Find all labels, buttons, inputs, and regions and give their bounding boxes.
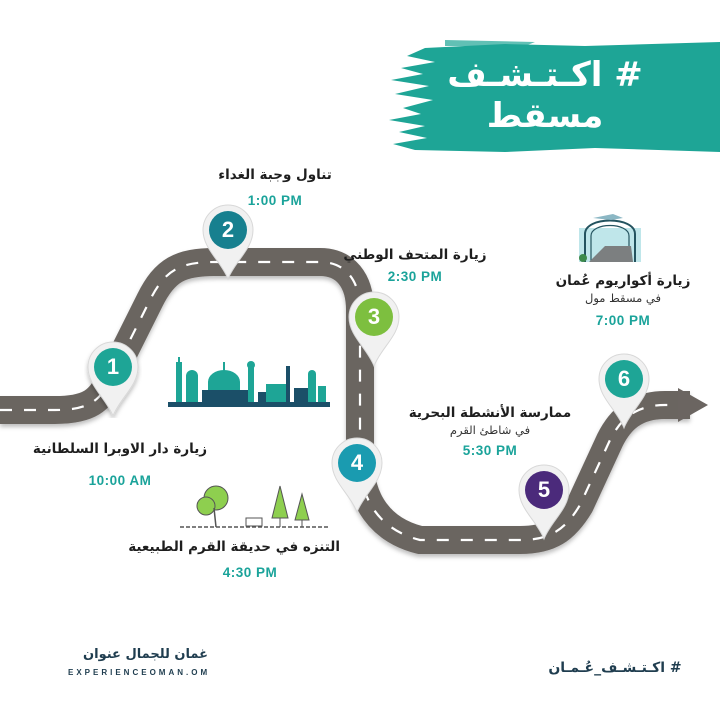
stop-title: ممارسة الأنشطة البحرية — [408, 405, 572, 421]
park-trees-bench-icon — [180, 485, 330, 528]
stop-title: تناول وجبة الغداء — [218, 167, 332, 183]
stop-title: زيارة المتحف الوطني — [343, 247, 487, 263]
stop-title: زيارة أكواريوم عُمان — [555, 273, 691, 289]
banner-city-line: مسقط — [486, 96, 604, 136]
stop-6-label: زيارة أكواريوم عُمان في مسقط مول 7:00 PM — [548, 272, 698, 330]
pin-stop-5: 5 — [515, 461, 573, 541]
stop-3-label: زيارة المتحف الوطني 2:30 PM — [340, 246, 490, 286]
stop-1-label: زيارة دار الاوبرا السلطانية 10:00 AM — [25, 440, 215, 490]
banner-hashtag-line: # اكـتـشـف — [447, 55, 643, 95]
brand-url: EXPERIENCEOMAN.OM — [68, 668, 211, 677]
pin-stop-1: 1 — [84, 338, 142, 418]
stop-time: 7:00 PM — [595, 313, 651, 328]
stop-time: 1:00 PM — [247, 193, 303, 208]
stop-time: 2:30 PM — [387, 269, 443, 284]
stop-subtitle: في شاطئ القرم — [449, 423, 531, 437]
stop-2-label: تناول وجبة الغداء 1:00 PM — [205, 166, 345, 210]
pin-stop-4: 4 — [328, 434, 386, 514]
stop-5-label: ممارسة الأنشطة البحرية في شاطئ القرم 5:3… — [405, 404, 575, 460]
banner-title: # اكـتـشـف مسقط — [395, 55, 695, 137]
brand-slogan: غمان للجمال عنوان — [83, 647, 208, 662]
map-pin-icon — [331, 437, 383, 514]
road-arrowhead — [678, 388, 708, 422]
pin-stop-6: 6 — [595, 350, 653, 430]
map-pin-icon — [598, 353, 650, 430]
brand-logo: غمان للجمال عنوان EXPERIENCEOMAN.OM — [68, 647, 208, 677]
stop-time: 10:00 AM — [88, 473, 152, 488]
map-pin-icon — [348, 291, 400, 368]
stop-time: 5:30 PM — [462, 443, 518, 458]
stop-subtitle: في مسقط مول — [584, 291, 661, 305]
map-pin-icon — [87, 341, 139, 418]
map-pin-icon — [518, 464, 570, 541]
stop-time: 4:30 PM — [222, 565, 278, 580]
brush-stroke-banner — [389, 40, 720, 152]
pin-stop-2: 2 — [199, 201, 257, 281]
stop-4-label: التنزه في حديقة القرم الطبيعية 4:30 PM — [128, 538, 340, 582]
stop-title: زيارة دار الاوبرا السلطانية — [32, 441, 208, 457]
map-pin-icon — [202, 204, 254, 281]
footer-hashtag: # اكـتـشـف_عُـمـان — [548, 660, 682, 676]
pin-stop-3: 3 — [345, 288, 403, 368]
aquarium-tunnel-icon — [579, 214, 641, 262]
stop-title: التنزه في حديقة القرم الطبيعية — [128, 539, 340, 555]
muscat-skyline-icon — [168, 357, 330, 407]
